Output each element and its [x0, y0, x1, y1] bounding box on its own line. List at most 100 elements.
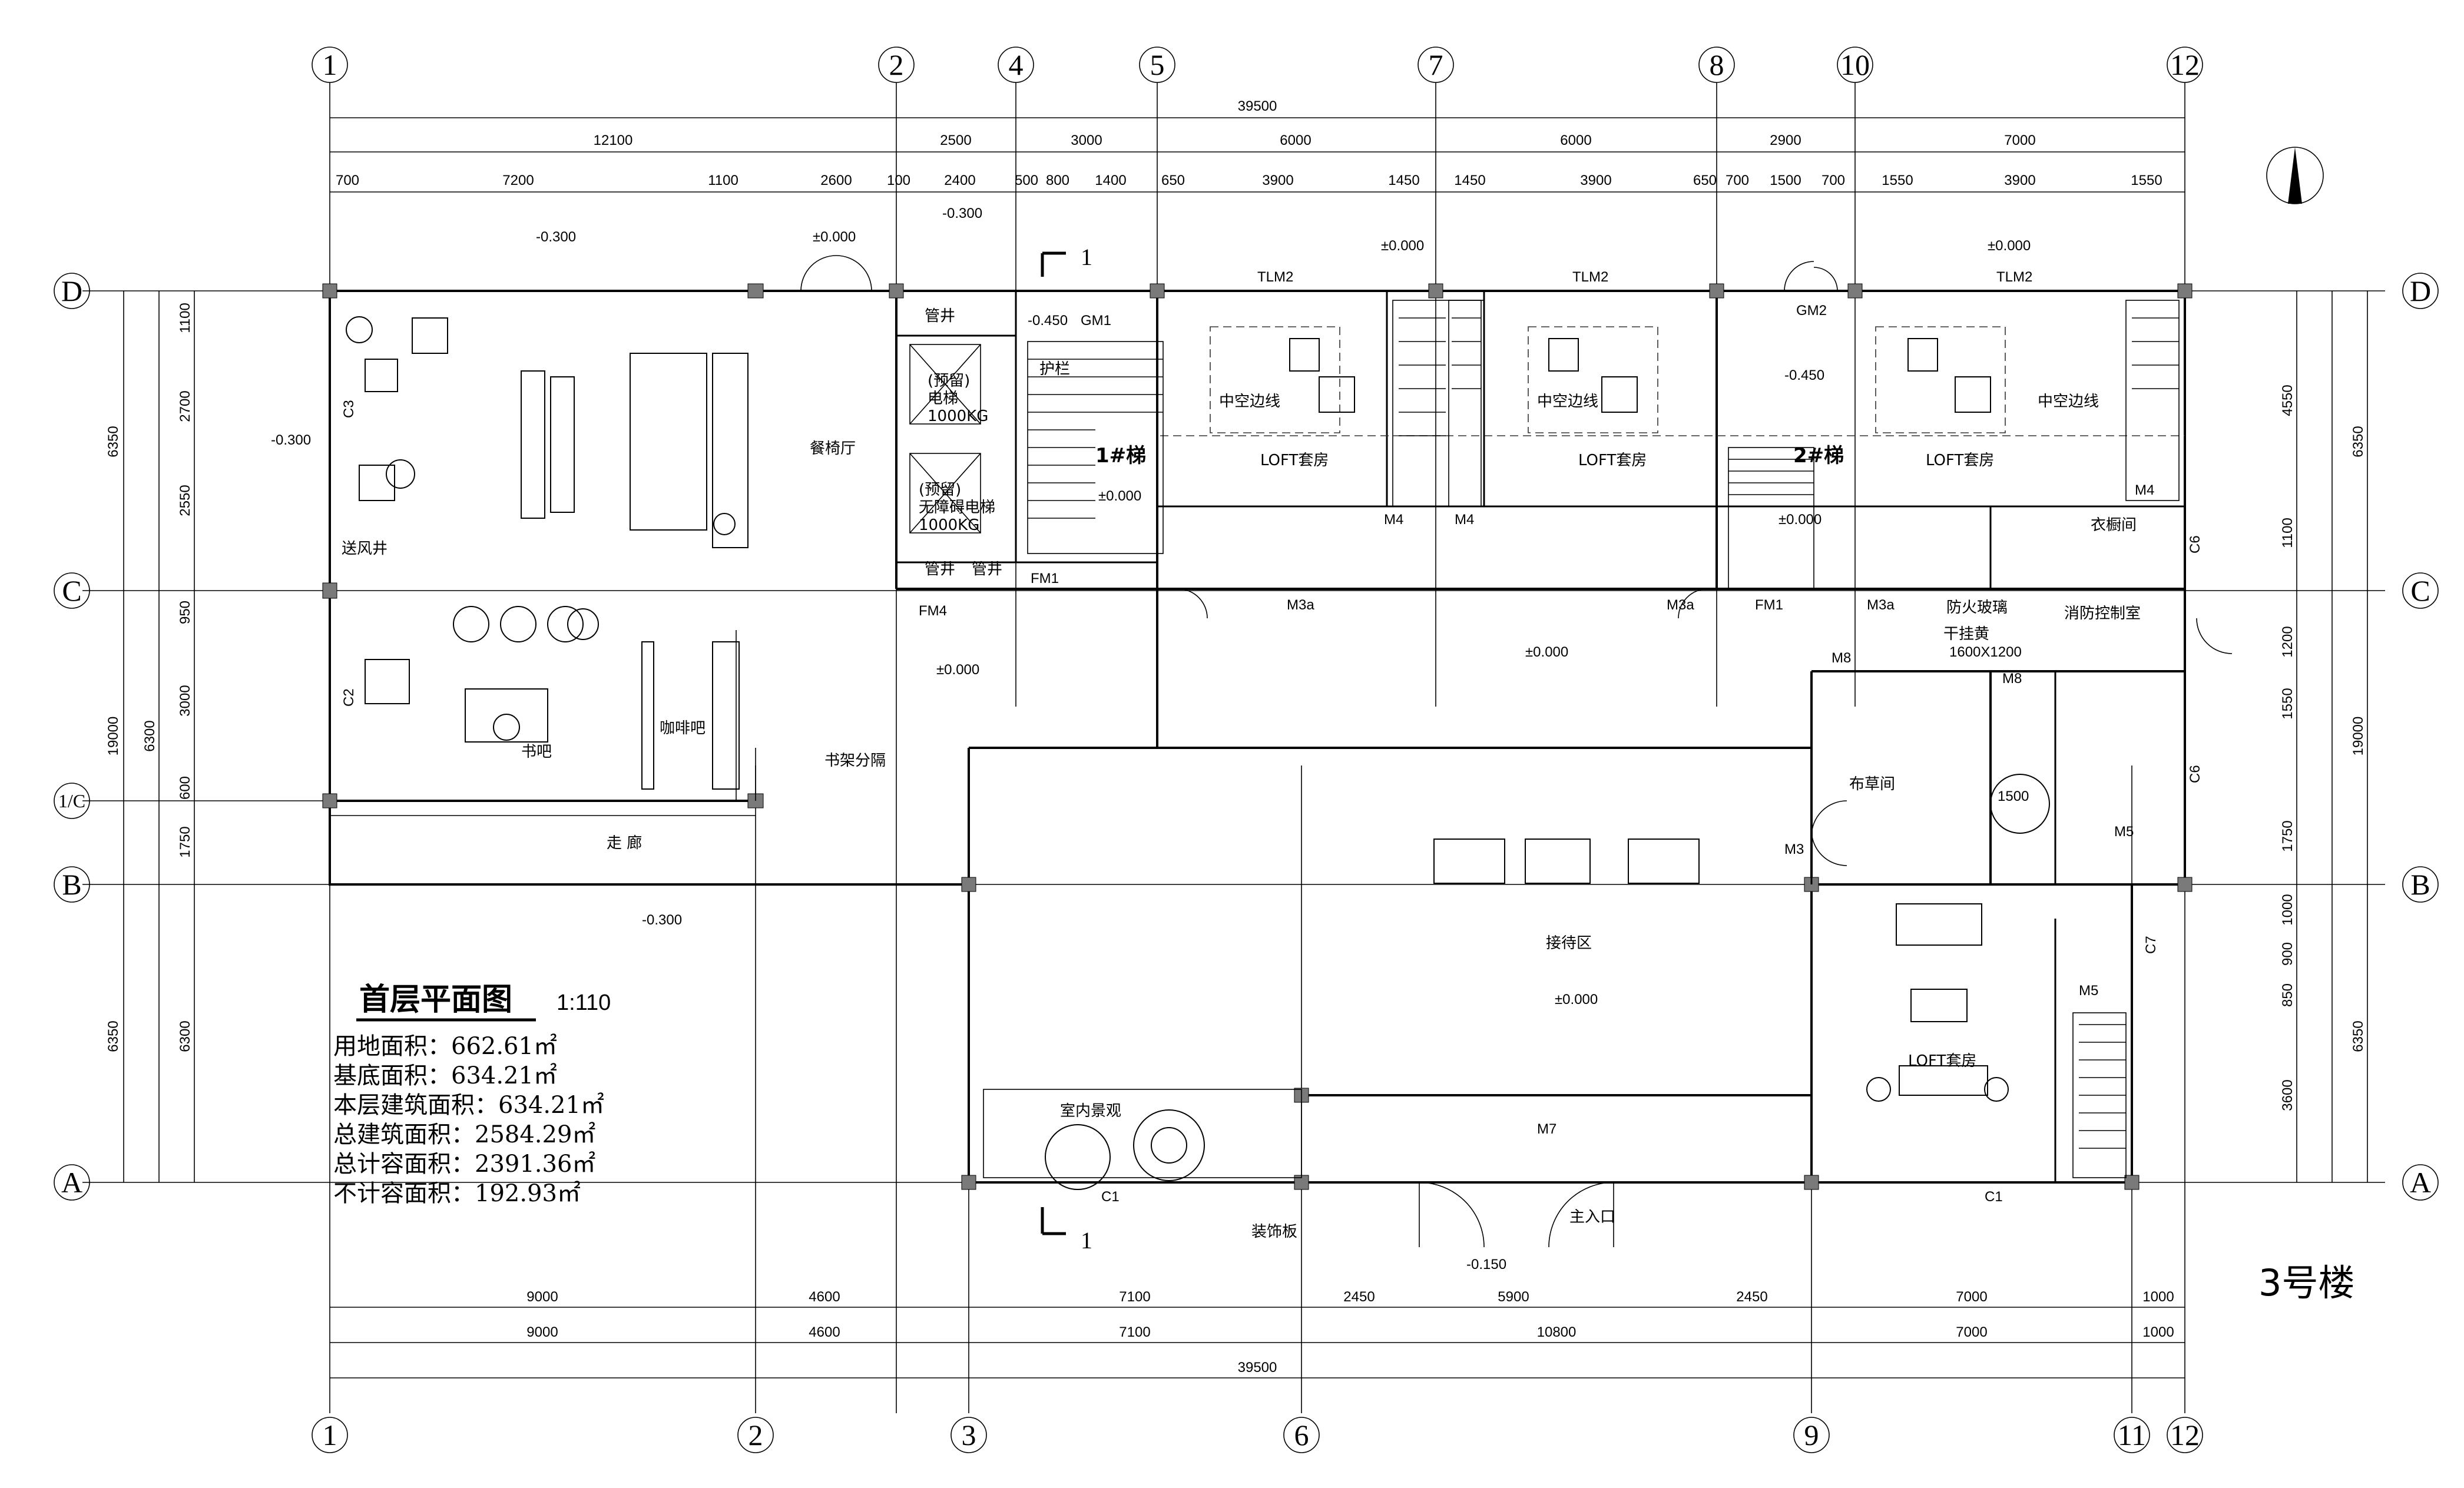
area-line-3: 本层建筑面积：634.21㎡ — [333, 1092, 604, 1119]
svg-text:1200: 1200 — [2280, 626, 2296, 657]
svg-text:M8: M8 — [1832, 650, 1851, 666]
svg-text:5: 5 — [1150, 48, 1165, 81]
svg-text:900: 900 — [2280, 942, 2296, 966]
void-label-1: 中空边线 — [1219, 393, 1280, 410]
guard-label: 护栏 — [1039, 360, 1070, 378]
svg-text:1: 1 — [323, 1419, 337, 1451]
svg-text:12100: 12100 — [594, 132, 633, 148]
axis-bubble: A — [2402, 1164, 2439, 1201]
dims-top: 39500 12100 2500 3000 6000 6000 2900 700… — [330, 98, 2185, 193]
svg-text:19000: 19000 — [105, 717, 121, 756]
exterior-walls — [329, 290, 2186, 1184]
furniture — [346, 316, 2050, 1190]
svg-text:±0.000: ±0.000 — [813, 229, 856, 245]
svg-text:-0.300: -0.300 — [536, 229, 576, 245]
bookshelf-label: 书架分隔 — [824, 752, 886, 770]
svg-text:8: 8 — [1710, 48, 1724, 81]
axis-bubble: D — [54, 273, 90, 309]
svg-text:B: B — [2410, 868, 2430, 901]
axis-bubble: 12 — [2167, 1417, 2203, 1453]
doors — [800, 255, 2233, 1248]
svg-text:1550: 1550 — [2280, 688, 2296, 719]
svg-text:5900: 5900 — [1498, 1289, 1529, 1305]
svg-text:±0.000: ±0.000 — [1555, 992, 1598, 1008]
svg-text:10800: 10800 — [1537, 1324, 1577, 1340]
dining-label: 餐椅厅 — [810, 440, 856, 458]
columns — [322, 283, 2193, 1190]
svg-text:7100: 7100 — [1119, 1289, 1150, 1305]
svg-text:1500: 1500 — [1998, 788, 2029, 804]
svg-text:GM2: GM2 — [1796, 303, 1827, 319]
svg-text:9000: 9000 — [526, 1289, 558, 1305]
svg-text:1500: 1500 — [1770, 173, 1801, 188]
fire-glass-label: 防火玻璃 — [1946, 599, 2008, 617]
svg-text:7000: 7000 — [2004, 132, 2035, 148]
svg-text:-0.300: -0.300 — [642, 912, 682, 928]
svg-text:C3: C3 — [341, 400, 357, 418]
svg-text:2: 2 — [749, 1419, 763, 1451]
axis-bubble: C — [54, 572, 90, 609]
svg-text:1550: 1550 — [2131, 173, 2162, 188]
svg-text:1000: 1000 — [2280, 894, 2296, 925]
svg-text:1550: 1550 — [1882, 173, 1913, 188]
svg-text:700: 700 — [1726, 173, 1749, 188]
svg-text:700: 700 — [336, 173, 359, 188]
grid-bubbles-left: D C 1/C B A — [54, 273, 90, 1201]
axis-bubble: 8 — [1698, 47, 1735, 83]
svg-text:1750: 1750 — [2280, 820, 2296, 851]
svg-text:4: 4 — [1009, 48, 1024, 81]
svg-text:1100: 1100 — [2280, 518, 2296, 548]
svg-text:TLM2: TLM2 — [1572, 269, 1608, 285]
loft-label-4: LOFT套房 — [1908, 1052, 1976, 1070]
svg-text:2900: 2900 — [1770, 132, 1801, 148]
svg-text:2450: 2450 — [1343, 1289, 1375, 1305]
svg-text:11: 11 — [2118, 1419, 2146, 1451]
area-line-4: 总建筑面积：2584.29㎡ — [333, 1121, 595, 1148]
axis-bubble: 4 — [998, 47, 1034, 83]
wardrobe-label: 衣橱间 — [2091, 516, 2137, 534]
study-label: 书吧 — [521, 743, 552, 761]
drawing-title: 首层平面图 — [359, 982, 512, 1018]
svg-text:650: 650 — [1693, 173, 1717, 188]
svg-text:6: 6 — [1294, 1419, 1309, 1451]
stairs — [1028, 317, 2179, 1149]
svg-text:M3a: M3a — [1867, 597, 1895, 613]
svg-text:-0.450: -0.450 — [1784, 367, 1824, 383]
svg-text:±0.000: ±0.000 — [1098, 488, 1141, 504]
svg-text:1750: 1750 — [177, 826, 193, 857]
svg-text:±0.000: ±0.000 — [1988, 238, 2031, 254]
svg-text:4600: 4600 — [809, 1289, 840, 1305]
svg-text:TLM2: TLM2 — [1257, 269, 1293, 285]
north-arrow-icon — [2266, 147, 2324, 204]
svg-text:12: 12 — [2170, 48, 2200, 81]
svg-text:±0.000: ±0.000 — [1525, 644, 1568, 660]
svg-text:-0.300: -0.300 — [271, 432, 311, 448]
svg-text:7: 7 — [1429, 48, 1443, 81]
axis-bubble: 11 — [2114, 1417, 2150, 1453]
svg-text:6000: 6000 — [1280, 132, 1311, 148]
void-label-3: 中空边线 — [2038, 393, 2099, 410]
svg-text:6350: 6350 — [105, 1020, 121, 1052]
axis-bubble: C — [2402, 572, 2439, 609]
svg-text:700: 700 — [1821, 173, 1845, 188]
svg-text:C: C — [62, 574, 81, 607]
svg-text:9000: 9000 — [526, 1324, 558, 1340]
svg-text:1100: 1100 — [708, 173, 738, 188]
loft-label-3: LOFT套房 — [1926, 452, 1994, 469]
svg-text:1100: 1100 — [177, 303, 193, 333]
svg-text:7000: 7000 — [1956, 1324, 1987, 1340]
partitions — [330, 291, 2185, 1182]
svg-text:3000: 3000 — [177, 685, 193, 716]
svg-text:M4: M4 — [1384, 512, 1403, 528]
axis-bubble: 1 — [312, 47, 348, 83]
svg-text:2700: 2700 — [177, 390, 193, 422]
vent-label: 送风井 — [342, 540, 388, 558]
shaft-label-1: 管井 — [925, 307, 955, 325]
svg-text:1000: 1000 — [2142, 1289, 2174, 1305]
svg-text:850: 850 — [2280, 983, 2296, 1007]
svg-text:±0.000: ±0.000 — [1779, 512, 1821, 528]
svg-text:3000: 3000 — [1071, 132, 1102, 148]
room-labels: 餐椅厅 书吧 咖啡吧 书架分隔 走 廊 接待区 室内景观 主入口 装饰板 1#梯… — [342, 307, 2141, 1241]
svg-text:3600: 3600 — [2280, 1079, 2296, 1111]
svg-text:3900: 3900 — [1580, 173, 1611, 188]
